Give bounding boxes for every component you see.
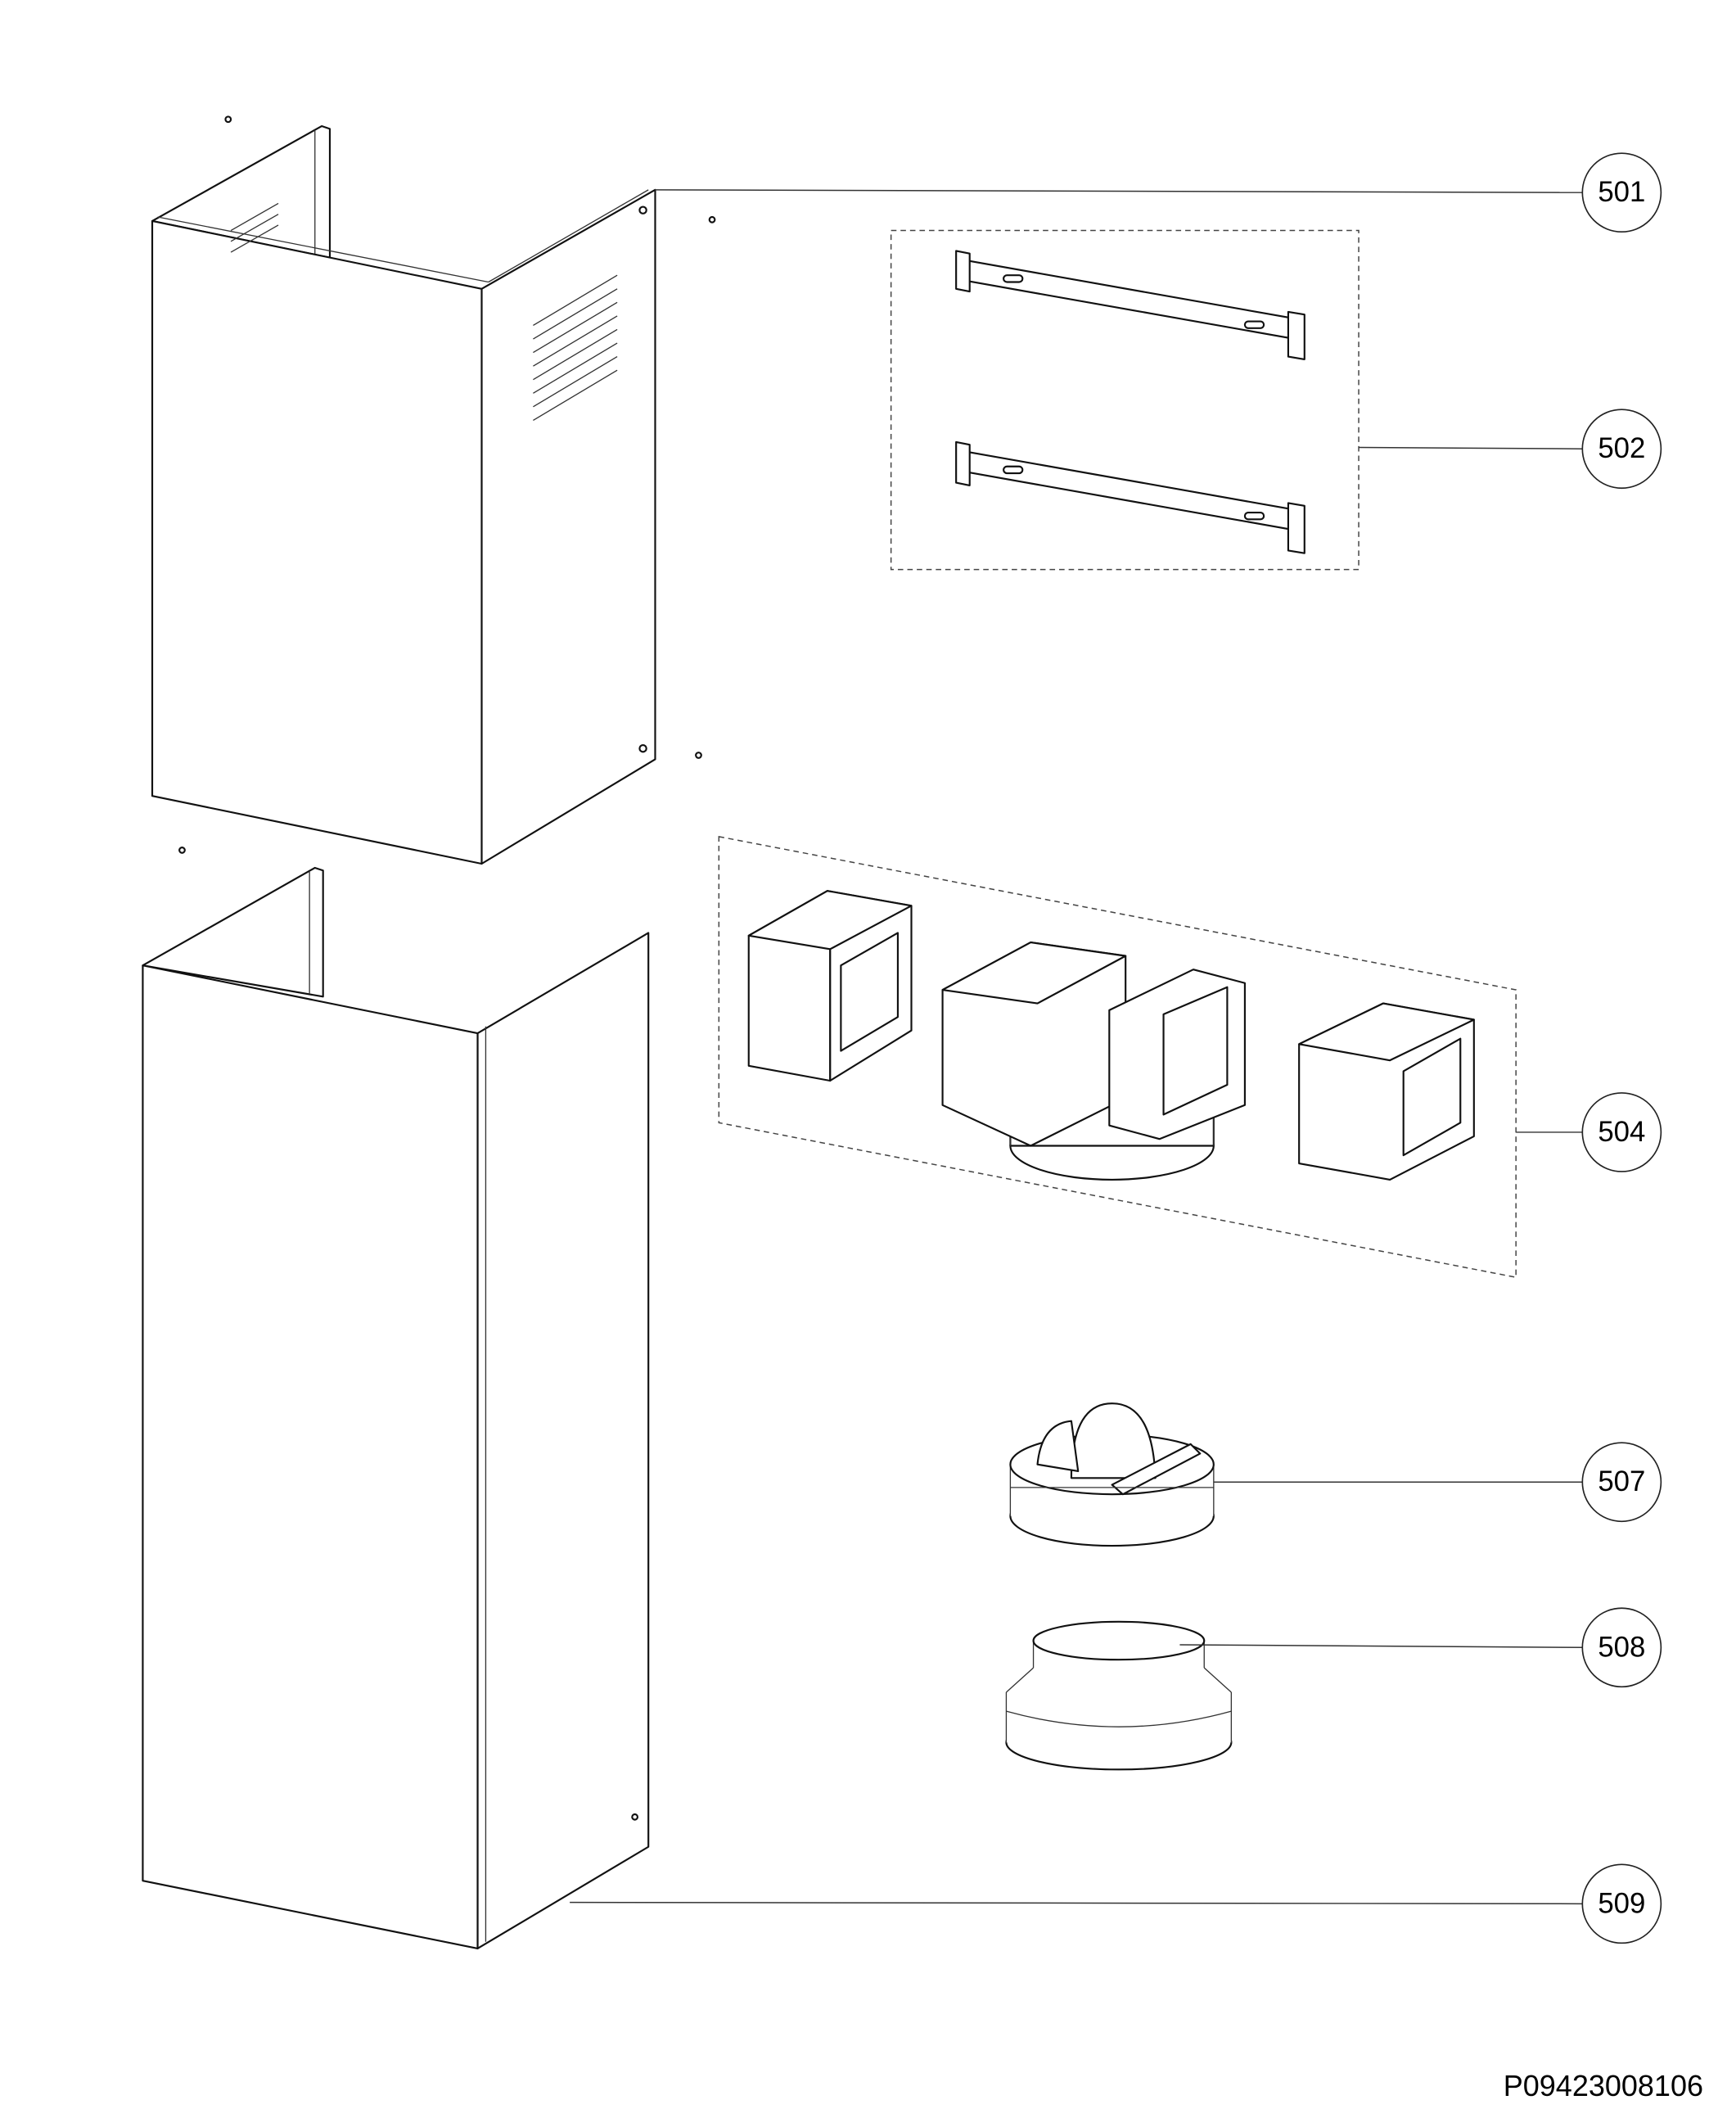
callout-label: 502 <box>1598 433 1645 464</box>
duct-elbow-round-outlet <box>941 941 1247 1181</box>
duct-connector-left <box>747 890 913 1082</box>
leader-lines <box>570 189 1583 1905</box>
mounting-brackets-part-502 <box>890 229 1359 571</box>
callout-508: 508 <box>1581 1607 1662 1688</box>
screw-icon <box>695 752 702 759</box>
upper-chimney-part-501 <box>151 115 716 865</box>
callout-label: 507 <box>1598 1466 1645 1497</box>
duct-adapter-set-part-504 <box>718 835 1517 1279</box>
callout-label: 501 <box>1598 177 1645 208</box>
callout-label: 508 <box>1598 1632 1645 1663</box>
lower-chimney-part-509 <box>142 866 650 1950</box>
callout-label: 509 <box>1598 1888 1645 1919</box>
reducer-ring-part-508 <box>1005 1620 1233 1771</box>
non-return-valve-part-507 <box>1009 1402 1215 1547</box>
callout-label: 504 <box>1598 1117 1645 1148</box>
screw-icon <box>224 115 232 124</box>
callout-502: 502 <box>1581 409 1662 490</box>
callout-501: 501 <box>1581 152 1662 233</box>
screw-icon <box>708 215 716 224</box>
duct-connector-right <box>1298 1002 1475 1181</box>
document-code: P09423008106 <box>1503 2069 1703 2102</box>
callout-504: 504 <box>1581 1092 1662 1172</box>
callout-507: 507 <box>1581 1442 1662 1523</box>
screw-icon <box>178 847 186 854</box>
vent-slots <box>230 202 618 421</box>
callout-509: 509 <box>1581 1863 1662 1944</box>
